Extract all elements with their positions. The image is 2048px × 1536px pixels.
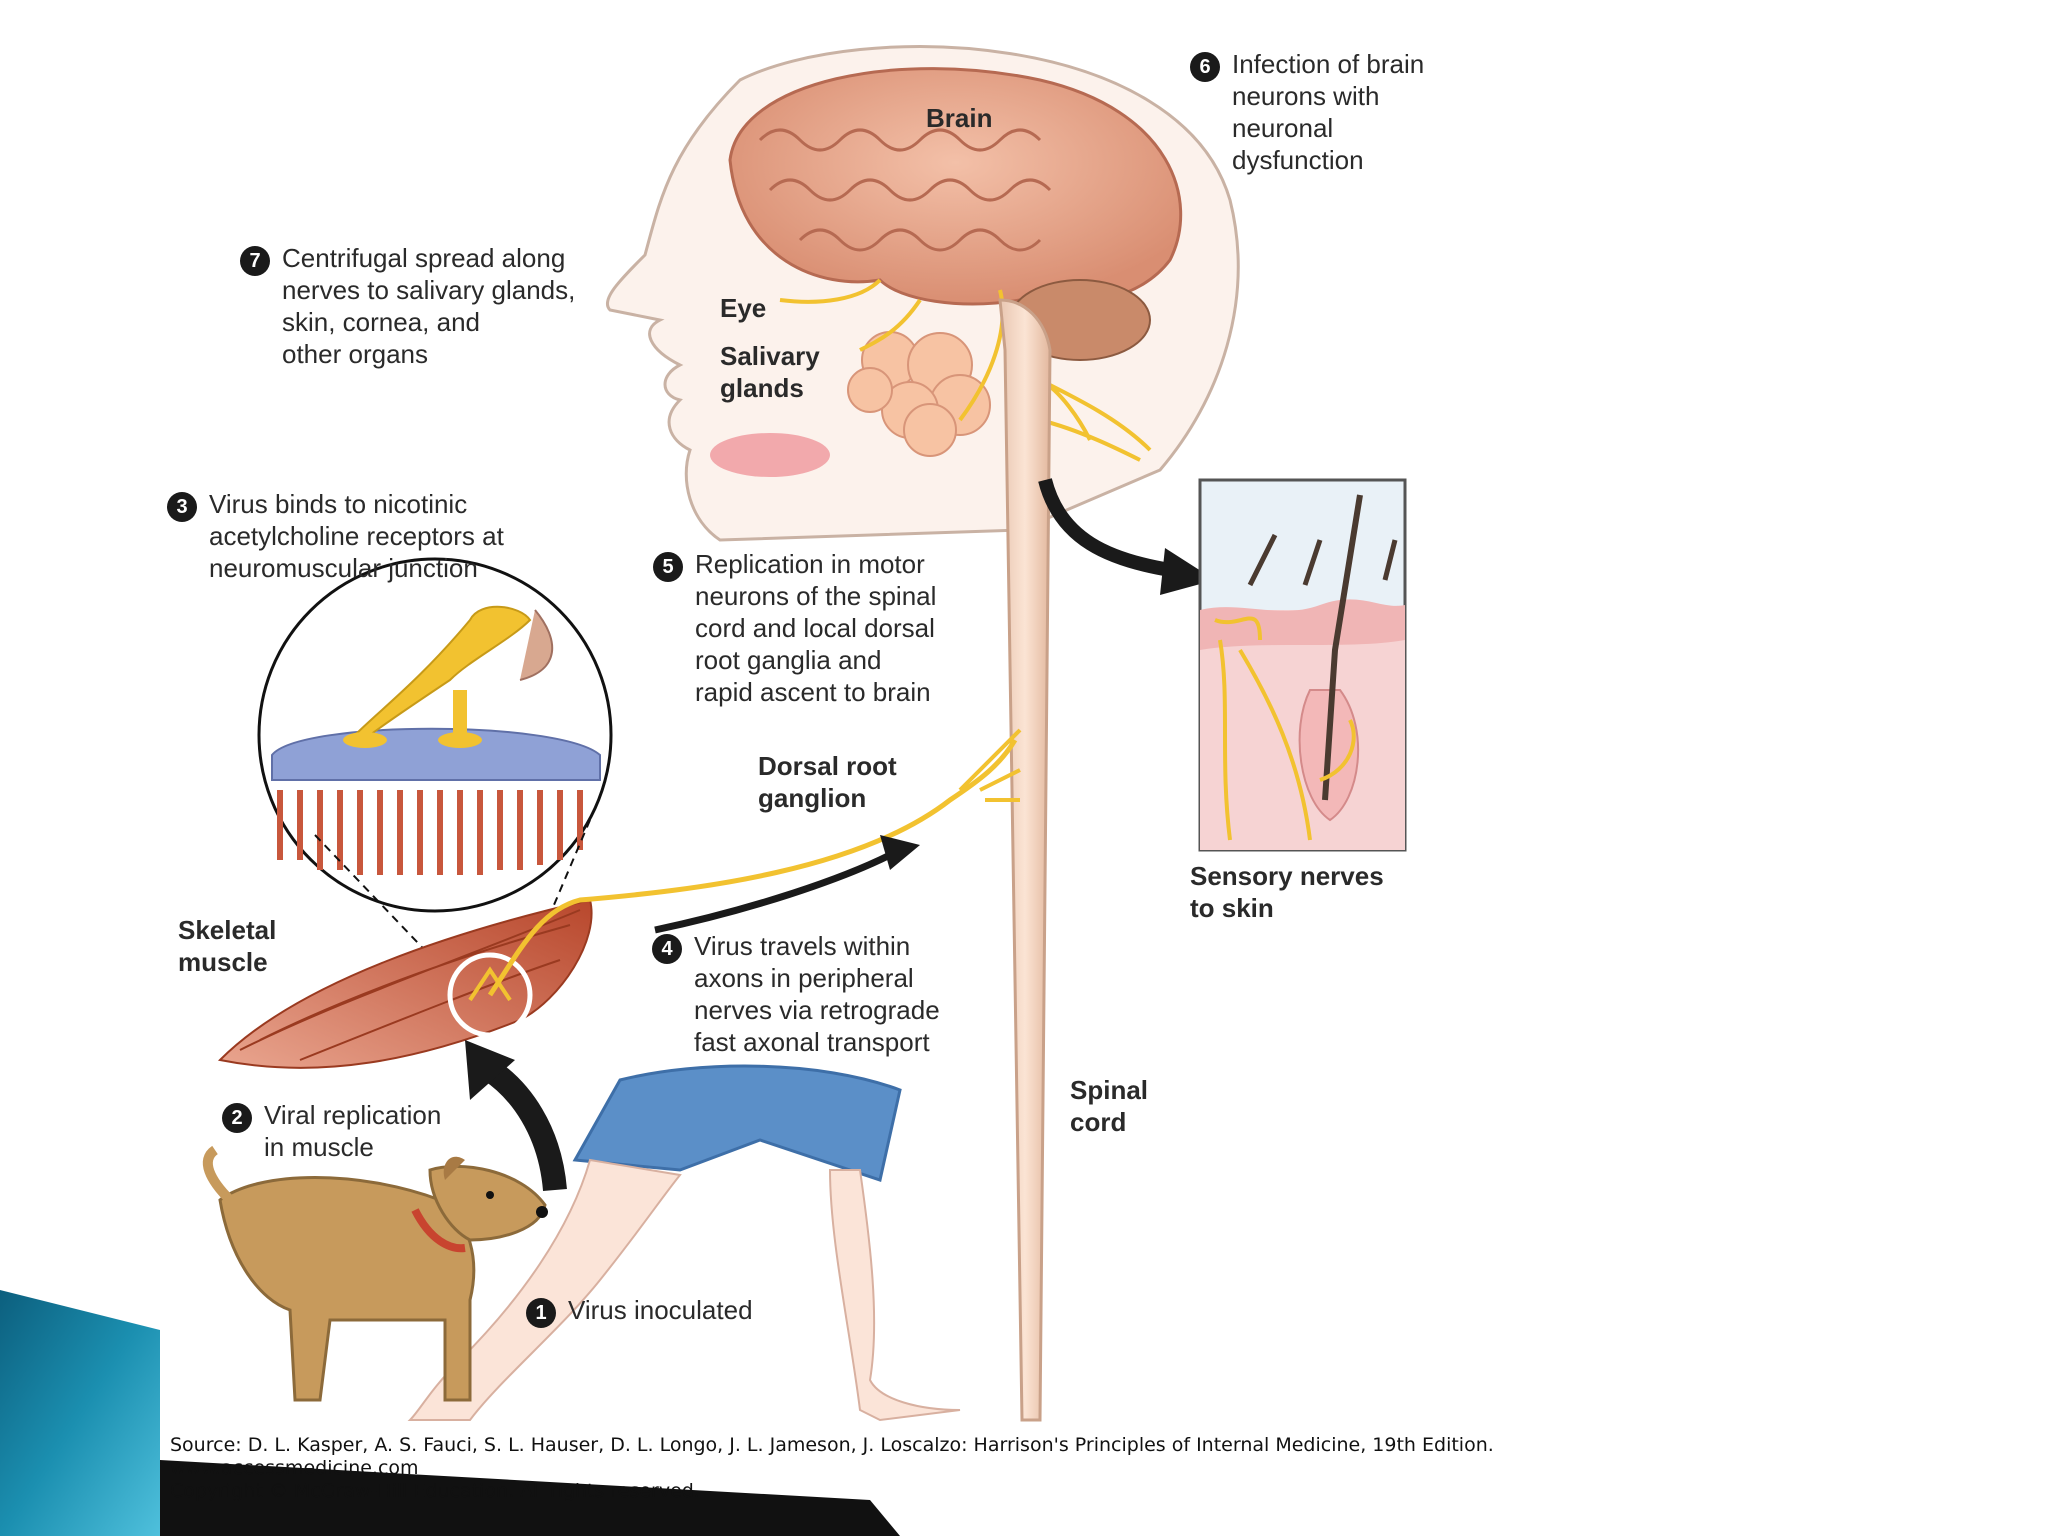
label-eye: Eye xyxy=(720,293,767,323)
label-brain: Brain xyxy=(926,103,993,133)
peripheral-nerve xyxy=(487,738,1018,997)
head-illustration xyxy=(606,45,1240,542)
retrograde-arrow xyxy=(654,851,892,934)
step-6-number: 6 xyxy=(1190,52,1220,82)
person-legs xyxy=(407,1064,961,1422)
dog-to-muscle-arrow xyxy=(483,1060,567,1192)
step-7-number: 7 xyxy=(240,246,270,276)
arrow-to-skin xyxy=(1038,478,1172,577)
slide-corner-decoration xyxy=(0,1290,900,1536)
step-5-number: 5 xyxy=(653,552,683,582)
dog xyxy=(202,1145,548,1402)
nmj-magnified xyxy=(257,557,613,986)
source-line: Source: D. L. Kasper, A. S. Fauci, S. L.… xyxy=(170,1434,1494,1456)
skin-inset xyxy=(1198,478,1407,852)
copyright-line: Copyright © McGraw-Hill Education. All r… xyxy=(170,1480,700,1502)
source-website: www.accessmedicine.com xyxy=(170,1457,419,1479)
step-2-number: 2 xyxy=(222,1103,252,1133)
step-1-text: Virus inoculated xyxy=(568,1295,753,1325)
source-citation: Source: D. L. Kasper, A. S. Fauci, S. L.… xyxy=(170,1434,1494,1503)
step-3-number: 3 xyxy=(167,492,197,522)
step-1-number: 1 xyxy=(526,1298,556,1328)
skeletal-muscle xyxy=(217,898,593,1069)
step-4-number: 4 xyxy=(652,934,682,964)
spinal-cord xyxy=(998,298,1052,1422)
